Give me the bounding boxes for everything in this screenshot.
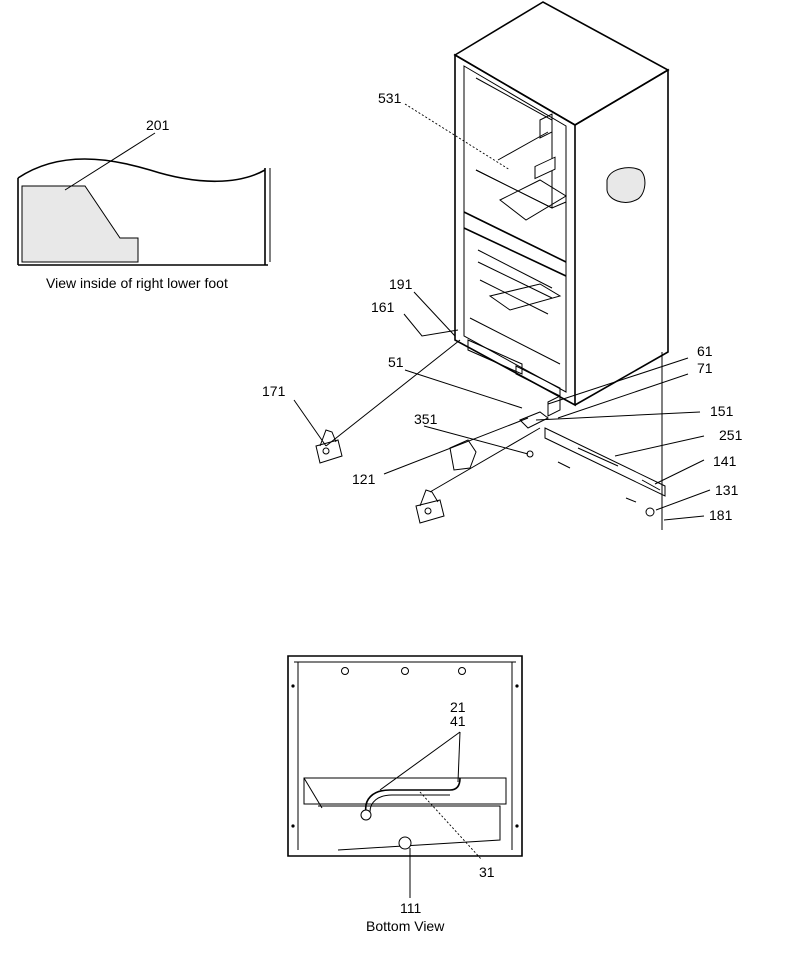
label-121: 121 — [352, 471, 376, 487]
leader-121 — [383, 417, 529, 475]
leader-141 — [654, 459, 705, 485]
part-labels: 531 191 161 51 61 71 171 151 351 251 121… — [262, 90, 743, 523]
leader-351 — [423, 425, 529, 455]
label-191: 191 — [389, 276, 413, 292]
label-531: 531 — [378, 90, 402, 106]
leader-201 — [64, 132, 156, 191]
label-251: 251 — [719, 427, 743, 443]
label-351: 351 — [414, 411, 438, 427]
bracket-351 — [449, 439, 477, 471]
leader-41 — [457, 731, 461, 783]
leader-181 — [663, 515, 705, 521]
label-161: 161 — [371, 299, 395, 315]
label-41: 41 — [450, 713, 466, 729]
label-141: 141 — [713, 453, 737, 469]
leader-171 — [293, 399, 327, 447]
leader-251 — [614, 435, 705, 457]
leader-191 — [413, 291, 456, 337]
leader-131 — [655, 489, 711, 511]
label-171: 171 — [262, 383, 286, 399]
leader-531 — [404, 103, 511, 171]
leader-171b — [325, 339, 461, 447]
label-111: 111 — [400, 900, 421, 916]
label-181: 181 — [709, 507, 733, 523]
leader-front-foot — [429, 427, 541, 493]
leader-31 — [419, 791, 483, 861]
label-61: 61 — [697, 343, 713, 359]
label-71: 71 — [697, 360, 713, 376]
label-201: 201 — [146, 117, 170, 133]
inset-caption: View inside of right lower foot — [46, 275, 228, 291]
leader-lines — [293, 103, 711, 530]
label-51: 51 — [388, 354, 404, 370]
leader-71 — [557, 373, 689, 419]
label-21: 21 — [450, 699, 466, 715]
label-151: 151 — [710, 403, 734, 419]
leader-51 — [404, 369, 523, 409]
bottom-view-caption: Bottom View — [366, 918, 445, 934]
hinge-bracket-251 — [544, 427, 666, 497]
inset-foot-view: 201 View inside of right lower foot — [17, 117, 271, 291]
refrigerator-cabinet — [453, 1, 670, 417]
bottom-view: 21 41 31 111 Bottom View — [287, 655, 523, 934]
leader-61 — [547, 357, 689, 405]
leader-151 — [535, 411, 701, 421]
leader-161 — [403, 313, 459, 337]
label-131: 131 — [715, 482, 739, 498]
foot-part-front — [415, 489, 445, 524]
leader-21 — [379, 731, 461, 791]
label-31: 31 — [479, 864, 495, 880]
small-parts — [519, 411, 655, 517]
foot-part-171 — [315, 429, 343, 464]
